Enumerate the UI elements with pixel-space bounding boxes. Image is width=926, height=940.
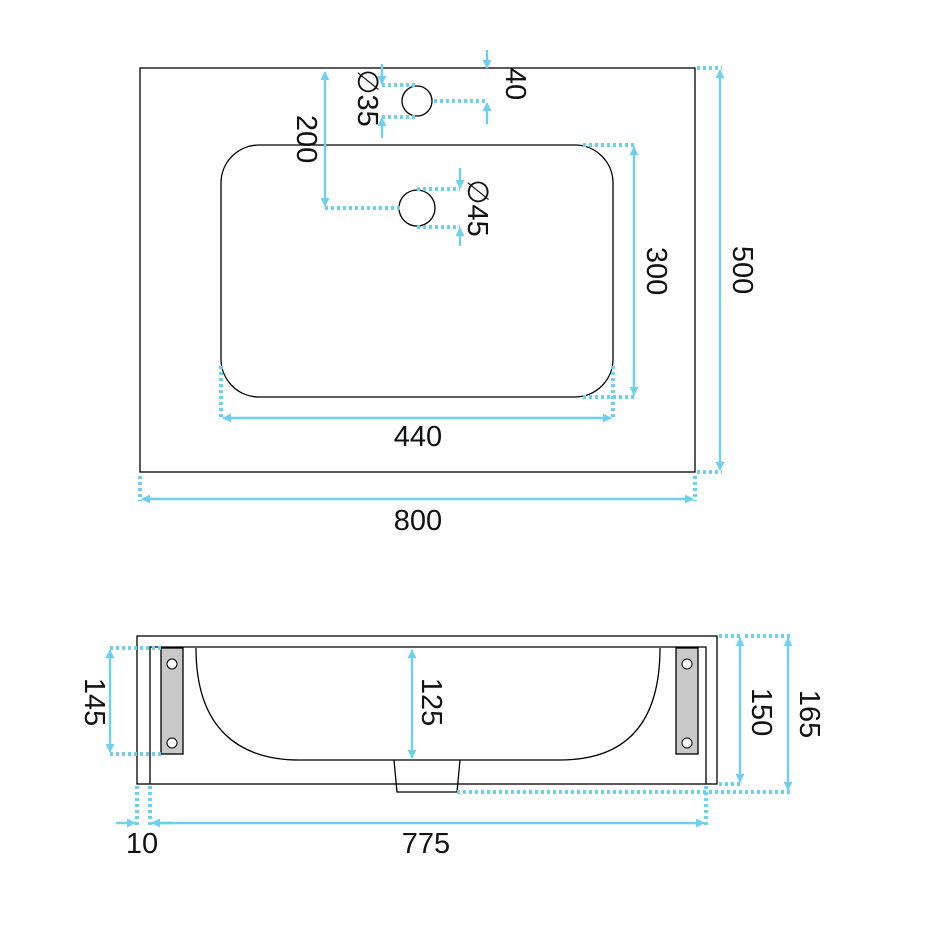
inner-panel xyxy=(149,646,707,784)
edge-offset-10-label: 10 xyxy=(126,828,158,860)
dimension-125: 125 xyxy=(407,649,447,759)
tap-hole xyxy=(401,85,433,117)
bracket-height-145-label: 145 xyxy=(78,678,110,726)
dimension-165: 165 xyxy=(457,634,825,794)
width-800-label: 800 xyxy=(394,505,442,537)
dimension-150: 150 xyxy=(719,634,777,786)
dimension-d45: ∅45 xyxy=(417,168,493,246)
dimension-200: 200 xyxy=(290,71,400,210)
drain-offset-200-label: 200 xyxy=(290,115,322,163)
depth-500-label: 500 xyxy=(726,246,758,294)
basin-bowl xyxy=(195,647,661,761)
dimension-145: 145 xyxy=(78,646,161,756)
dimension-d35: ∅35 xyxy=(351,64,417,138)
tap-offset-40-label: 40 xyxy=(499,68,531,100)
drain-outlet xyxy=(393,759,461,793)
drain-hole xyxy=(398,189,436,227)
basin-width-440-label: 440 xyxy=(394,421,442,453)
countertop-outline xyxy=(139,67,696,473)
total-height-165-label: 165 xyxy=(793,690,825,738)
top-view: 800 500 440 300 200 xyxy=(138,50,758,537)
dimension-440: 440 xyxy=(219,366,615,453)
basin-outline xyxy=(220,144,614,398)
right-bracket xyxy=(675,647,699,755)
dimension-300: 300 xyxy=(583,143,672,399)
body-outline xyxy=(136,635,718,785)
body-height-150-label: 150 xyxy=(745,688,777,736)
inner-width-775-label: 775 xyxy=(402,828,450,860)
side-view: 145 125 150 165 10 7 xyxy=(78,634,825,860)
left-bracket xyxy=(160,647,184,755)
dimension-775: 775 xyxy=(152,786,708,860)
tap-diameter-35-label: ∅35 xyxy=(351,69,383,127)
dimension-500: 500 xyxy=(697,66,758,474)
drain-diameter-45-label: ∅45 xyxy=(461,179,493,237)
basin-depth-125-label: 125 xyxy=(415,678,447,726)
basin-depth-300-label: 300 xyxy=(640,247,672,295)
dimension-800: 800 xyxy=(138,476,697,537)
dimension-40: 40 xyxy=(434,50,531,124)
